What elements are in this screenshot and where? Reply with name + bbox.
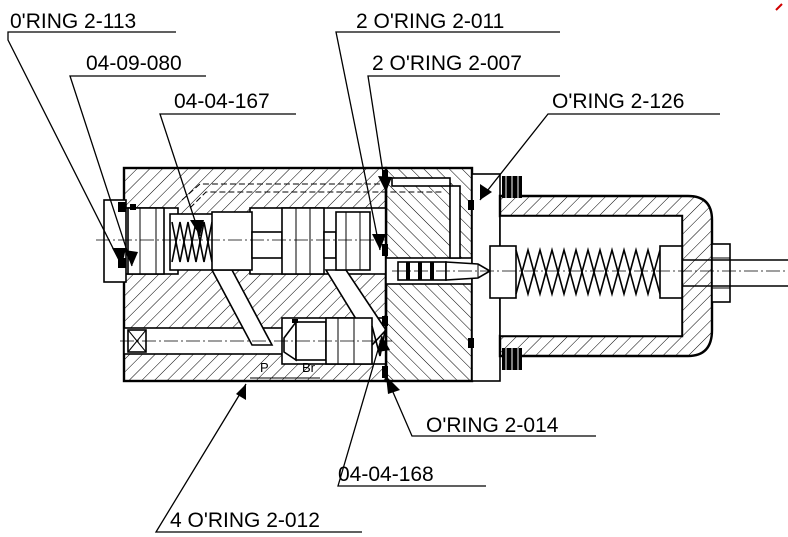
callout-oring-2-126: O'RING 2-126 bbox=[552, 90, 684, 113]
callout-04-04-167: 04-04-167 bbox=[174, 90, 270, 113]
spring-housing bbox=[489, 176, 788, 370]
centerlines bbox=[96, 239, 788, 342]
red-mark bbox=[775, 3, 783, 11]
port-labels: P Br bbox=[250, 360, 320, 379]
port-br-label: Br bbox=[302, 360, 316, 375]
callout-oring-2-012: 4 O'RING 2-012 bbox=[170, 509, 320, 532]
callout-oring-2-014: O'RING 2-014 bbox=[426, 414, 559, 437]
end-plug bbox=[103, 199, 165, 283]
callout-oring-2-113: 0'RING 2-113 bbox=[10, 10, 136, 33]
port-p-label: P bbox=[260, 360, 269, 375]
callout-04-09-080: 04-09-080 bbox=[86, 52, 182, 75]
callout-04-04-168: 04-04-168 bbox=[338, 463, 434, 486]
callout-oring-2-007: 2 O'RING 2-007 bbox=[372, 52, 522, 75]
spool bbox=[211, 207, 371, 275]
callout-oring-2-011: 2 O'RING 2-011 bbox=[356, 10, 504, 33]
leader-lines bbox=[7, 31, 720, 533]
middle-block bbox=[382, 166, 501, 383]
callout-labels: 0'RING 2-113 04-09-080 04-04-167 2 O'RIN… bbox=[10, 10, 684, 532]
